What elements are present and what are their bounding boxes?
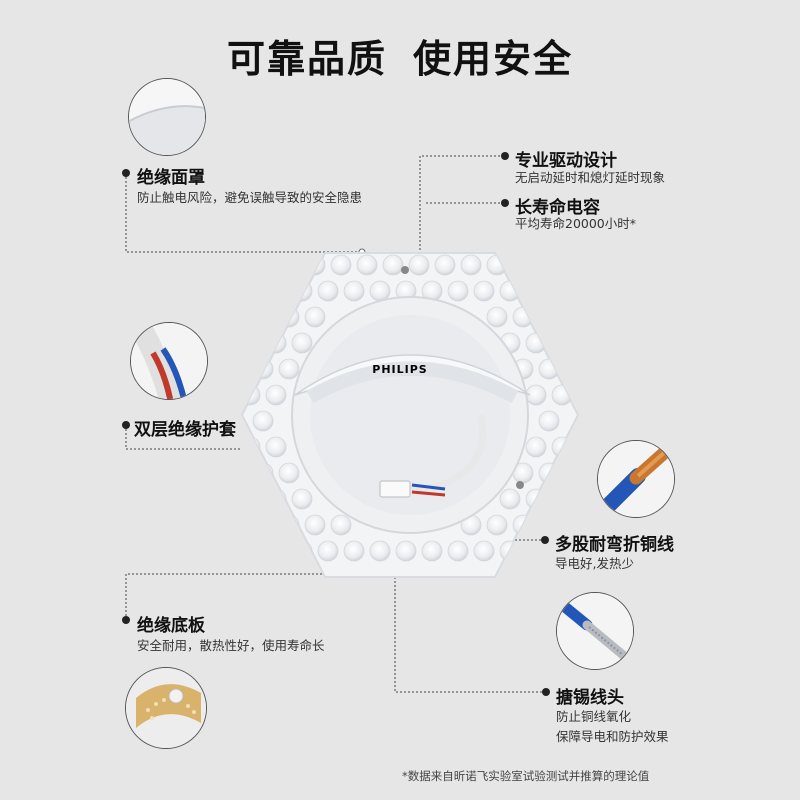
led-lens bbox=[265, 280, 287, 302]
led-lens bbox=[369, 540, 391, 562]
led-lens bbox=[304, 514, 326, 536]
page-title: 可靠品质使用安全 bbox=[0, 28, 800, 83]
footnote: *数据来自昕诺飞实验室试验测试并推算的理论值 bbox=[402, 769, 650, 783]
led-lens bbox=[242, 436, 261, 458]
led-lens bbox=[304, 306, 326, 328]
led-lens bbox=[265, 488, 287, 510]
driver-desc: 无启动延时和熄灯延时现象 bbox=[515, 170, 666, 185]
copper-wire-thumb-icon bbox=[597, 440, 675, 518]
led-lens bbox=[242, 488, 261, 510]
wire-sleeve-thumb-icon bbox=[130, 322, 208, 400]
capacitor-desc: 平均寿命20000小时* bbox=[515, 216, 637, 231]
led-lens bbox=[538, 358, 560, 380]
led-lens bbox=[252, 410, 274, 432]
led-lens bbox=[242, 540, 261, 562]
led-lens bbox=[486, 306, 508, 328]
led-lens bbox=[369, 280, 391, 302]
line-driver bbox=[419, 155, 500, 352]
led-lens bbox=[278, 306, 300, 328]
led-lens bbox=[278, 462, 300, 484]
led-lens bbox=[265, 436, 287, 458]
led-lens bbox=[538, 254, 560, 276]
led-lens bbox=[330, 254, 352, 276]
led-lens bbox=[512, 306, 534, 328]
led-lens bbox=[460, 254, 482, 276]
tin-desc-1: 防止铜线氧化 bbox=[556, 709, 632, 724]
base-title: 绝缘底板 bbox=[137, 616, 205, 636]
led-lens bbox=[421, 540, 443, 562]
line-mask bbox=[125, 173, 362, 253]
led-lens bbox=[473, 280, 495, 302]
led-lens bbox=[291, 488, 313, 510]
copper-title: 多股耐弯折铜线 bbox=[555, 535, 674, 555]
led-lens bbox=[395, 540, 417, 562]
brand-logo: PHILIPS bbox=[372, 363, 427, 376]
led-lens bbox=[447, 280, 469, 302]
title-part1: 可靠品质 bbox=[226, 37, 387, 81]
tin-desc-2: 保障导电和防护效果 bbox=[556, 729, 669, 744]
tin-title: 搪锡线头 bbox=[556, 688, 624, 708]
led-lens bbox=[512, 254, 534, 276]
capacitor-title: 长寿命电容 bbox=[515, 198, 600, 218]
led-lens bbox=[499, 280, 521, 302]
tinned-wire-thumb-icon bbox=[556, 592, 634, 670]
led-lens bbox=[551, 332, 573, 354]
led-lens bbox=[551, 488, 573, 510]
led-lens bbox=[252, 462, 274, 484]
led-lens bbox=[382, 254, 404, 276]
led-lens bbox=[278, 254, 300, 276]
base-desc: 安全耐用，散热性好，使用寿命长 bbox=[137, 638, 325, 653]
led-lens bbox=[525, 280, 547, 302]
led-lens bbox=[278, 514, 300, 536]
mask-title: 绝缘面罩 bbox=[137, 168, 205, 188]
line-sleeve bbox=[125, 425, 240, 450]
led-lens bbox=[252, 514, 274, 536]
mask-desc: 防止触电风险，避免误触导致的安全隐患 bbox=[137, 190, 363, 205]
led-lens bbox=[447, 540, 469, 562]
led-lens bbox=[242, 280, 261, 302]
led-lens bbox=[252, 254, 274, 276]
led-lens bbox=[252, 306, 274, 328]
driver-title: 专业驱动设计 bbox=[515, 151, 617, 171]
led-lens bbox=[242, 332, 261, 354]
led-lens bbox=[512, 514, 534, 536]
led-lens bbox=[525, 332, 547, 354]
led-lens bbox=[291, 540, 313, 562]
led-lens bbox=[317, 540, 339, 562]
title-part2: 使用安全 bbox=[413, 37, 574, 81]
mask-thumb-icon bbox=[128, 78, 206, 156]
led-lens bbox=[343, 540, 365, 562]
led-lens bbox=[278, 358, 300, 380]
sleeve-title: 双层绝缘护套 bbox=[134, 420, 236, 440]
led-lens bbox=[265, 384, 287, 406]
led-lens bbox=[317, 280, 339, 302]
led-lens bbox=[525, 436, 547, 458]
led-module-image: PHILIPS bbox=[240, 252, 580, 578]
led-lens bbox=[265, 332, 287, 354]
led-lens bbox=[242, 384, 261, 406]
led-lens bbox=[265, 540, 287, 562]
led-lens bbox=[486, 254, 508, 276]
led-lens bbox=[291, 332, 313, 354]
led-lens bbox=[434, 254, 456, 276]
led-lens bbox=[408, 254, 430, 276]
led-lens bbox=[499, 488, 521, 510]
led-lens bbox=[538, 306, 560, 328]
copper-desc: 导电好,发热少 bbox=[555, 556, 634, 571]
led-lens bbox=[330, 514, 352, 536]
led-lens bbox=[525, 540, 547, 562]
led-lens bbox=[499, 540, 521, 562]
led-lens bbox=[551, 384, 573, 406]
led-lens bbox=[343, 280, 365, 302]
led-lens bbox=[356, 254, 378, 276]
led-lens bbox=[252, 358, 274, 380]
base-board-thumb-icon bbox=[125, 667, 207, 749]
line-base bbox=[125, 573, 355, 620]
led-lens bbox=[473, 540, 495, 562]
led-lens bbox=[486, 514, 508, 536]
led-lens bbox=[551, 280, 573, 302]
led-lens bbox=[538, 410, 560, 432]
